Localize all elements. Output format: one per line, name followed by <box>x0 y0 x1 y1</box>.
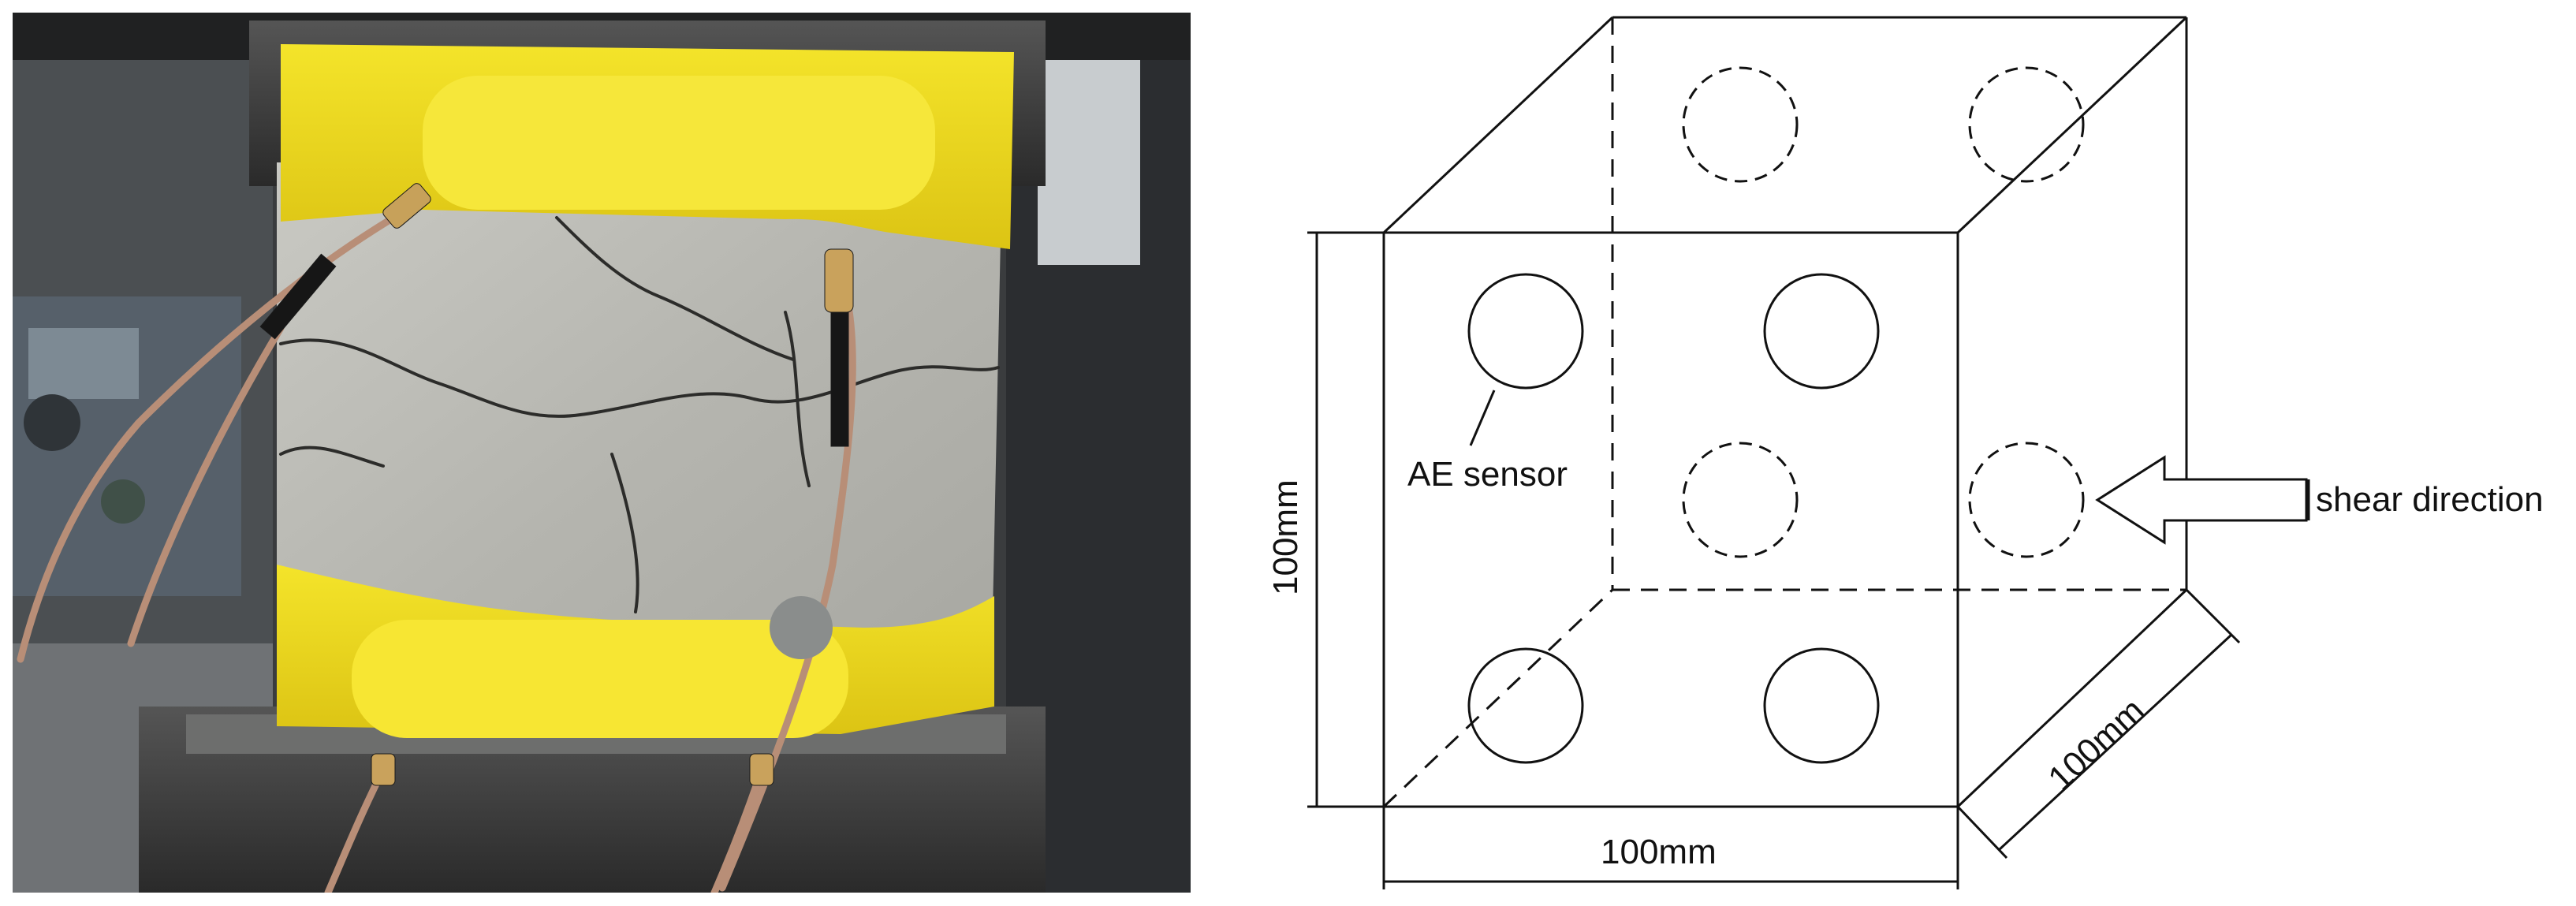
dim-depth-line <box>1997 633 2233 852</box>
cube-edge-bottom-right <box>1956 588 2188 808</box>
cube-hidden-diagonal-edge <box>1382 588 1614 808</box>
ae-sensor-front-top-right <box>1763 273 1880 390</box>
ae-sensor-front-top-left <box>1467 273 1584 390</box>
specimen-photo <box>13 13 1191 893</box>
ae-sensor-right-side <box>1968 442 2085 558</box>
ae-sensor-top-back-right <box>1968 66 2085 183</box>
concrete-specimen <box>277 162 1002 726</box>
ae-sensor-front-bottom-right <box>1763 647 1880 764</box>
cube-diagram: AE sensor shear direction 100mm 100mm 10… <box>1214 0 2576 906</box>
ae-sensor-back-center <box>1682 442 1799 558</box>
shear-direction-arrow <box>2095 455 2308 545</box>
ae-sensor-connectors <box>259 183 854 786</box>
ae-sensor-leader <box>1469 390 1496 446</box>
ae-sensor-label: AE sensor <box>1407 455 1568 494</box>
cube-edge-top-left <box>1382 16 1614 234</box>
specimen-cracks <box>279 216 1000 613</box>
dim-width-label: 100mm <box>1601 833 1717 871</box>
bright-window <box>1038 44 1140 265</box>
shear-direction-label: shear direction <box>2316 480 2544 519</box>
cube-edge-top-right <box>1956 16 2188 234</box>
ae-sensor-top-back-left <box>1682 66 1799 183</box>
dim-depth-label: 100mm <box>2041 691 2152 798</box>
ae-sensor-front-bottom-left <box>1467 647 1584 764</box>
dim-height-label: 100mm <box>1266 479 1305 595</box>
cube-front-face <box>1382 231 1959 808</box>
